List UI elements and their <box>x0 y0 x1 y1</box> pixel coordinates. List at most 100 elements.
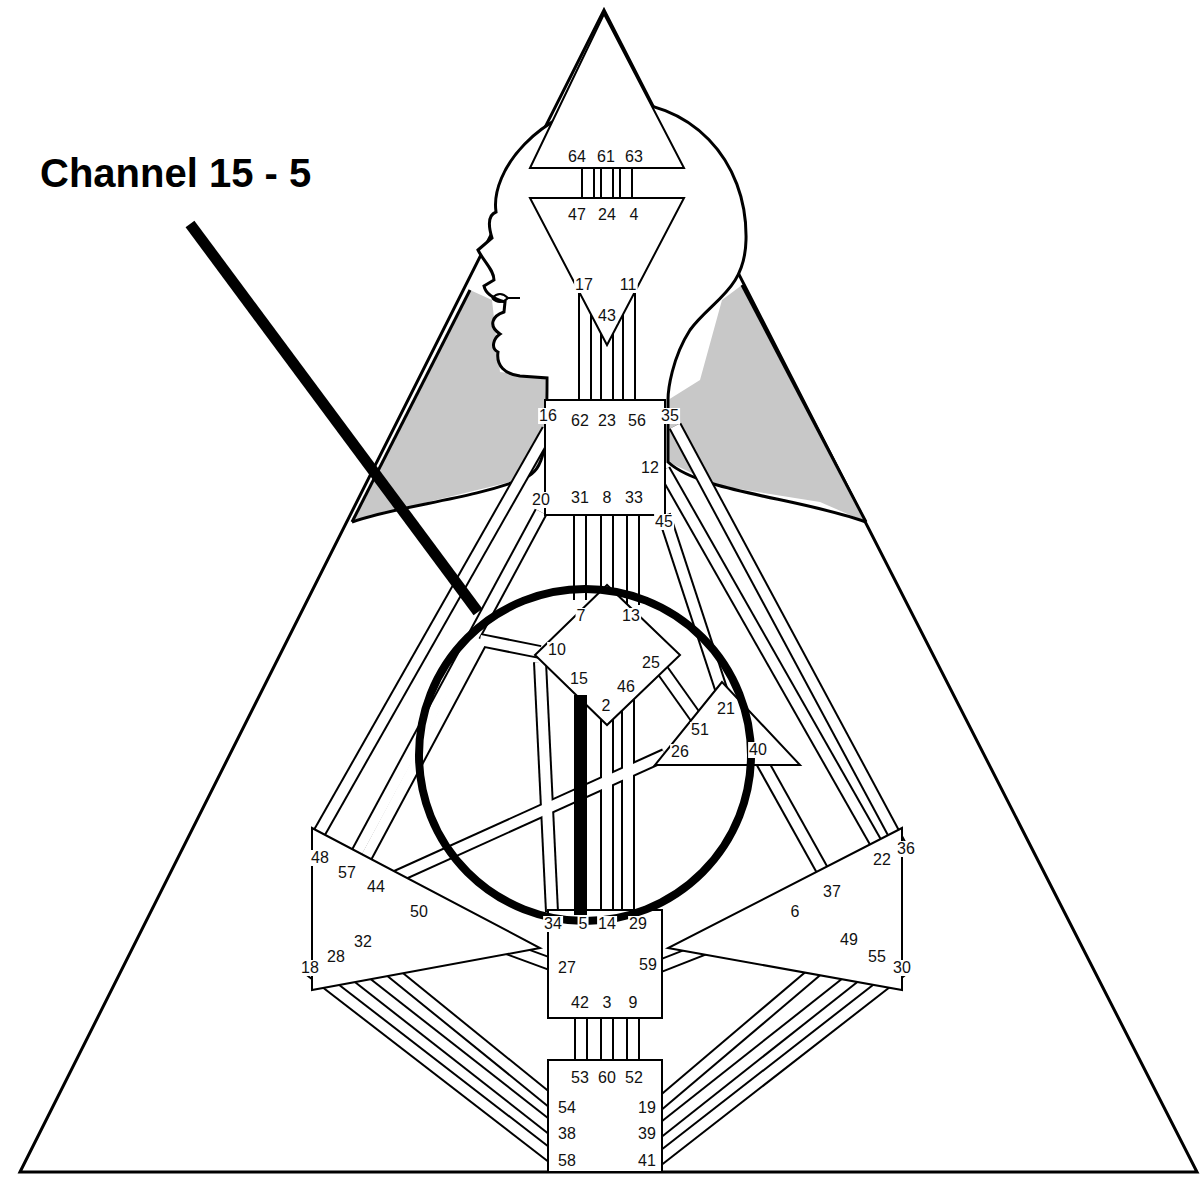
gate-number: 63 <box>624 149 644 165</box>
gate-number: 61 <box>596 149 616 165</box>
gate-number: 10 <box>547 642 567 658</box>
channel-line <box>583 168 593 198</box>
channel-line <box>310 970 556 1160</box>
channel-line <box>626 1016 640 1062</box>
gate-number: 51 <box>690 722 710 738</box>
focus-circle <box>419 589 751 921</box>
channel-line <box>658 958 878 1132</box>
channel-line <box>480 640 540 652</box>
gate-number: 53 <box>570 1070 590 1086</box>
channel-line <box>540 662 552 912</box>
channel-line <box>334 958 556 1132</box>
channel-title: Channel 15 - 5 <box>40 153 311 193</box>
channel-line <box>576 1016 586 1062</box>
gate-number: 4 <box>629 207 640 223</box>
gate-number: 60 <box>597 1070 617 1086</box>
channel-line <box>664 515 724 698</box>
gate-number: 24 <box>597 207 617 223</box>
gate-number: 59 <box>638 957 658 973</box>
gate-number: 28 <box>326 949 346 965</box>
root-center <box>548 1060 662 1172</box>
gate-number: 25 <box>641 655 661 671</box>
gate-number: 58 <box>557 1153 577 1169</box>
channel-line <box>602 513 612 588</box>
spleen-center <box>312 828 540 990</box>
gate-number: 17 <box>574 277 594 293</box>
highlight-bar <box>574 695 587 915</box>
channel-line <box>623 690 633 912</box>
gate-number: 40 <box>748 742 768 758</box>
outer-triangle-edge <box>742 285 866 522</box>
gate-number: 14 <box>597 916 617 932</box>
gate-number: 55 <box>867 949 887 965</box>
gate-number: 64 <box>567 149 587 165</box>
ajna-center <box>530 198 684 345</box>
gate-number: 8 <box>602 490 613 506</box>
gate-number: 13 <box>621 608 641 624</box>
body-silhouette <box>352 102 866 522</box>
gate-number: 3 <box>602 995 613 1011</box>
gate-number: 32 <box>353 934 373 950</box>
channel-line <box>762 762 830 884</box>
channel-line <box>540 662 552 912</box>
channel-line <box>318 430 548 835</box>
gate-number: 46 <box>616 679 636 695</box>
gate-number: 47 <box>567 207 587 223</box>
gate-number: 39 <box>637 1126 657 1142</box>
gate-number: 49 <box>839 932 859 948</box>
channel-line <box>334 958 556 1132</box>
gate-number: 52 <box>624 1070 644 1086</box>
gate-number: 12 <box>640 460 660 476</box>
channel-line <box>600 715 614 912</box>
gate-number: 27 <box>557 960 577 976</box>
channel-line <box>318 430 548 835</box>
outer-triangle <box>20 10 1197 1172</box>
channel-line <box>600 1016 614 1062</box>
gate-number: 50 <box>409 904 429 920</box>
head-center <box>530 14 684 168</box>
channel-line <box>574 1016 588 1062</box>
leader-line <box>190 224 478 612</box>
gate-number: 6 <box>790 904 801 920</box>
solar-plexus-center <box>668 828 902 990</box>
channel-line <box>480 640 540 652</box>
gate-number: 45 <box>654 514 674 530</box>
gate-number: 56 <box>627 413 647 429</box>
channel-group <box>310 168 902 1160</box>
gate-number: 36 <box>896 841 916 857</box>
gate-number: 44 <box>366 879 386 895</box>
gate-number: 11 <box>619 277 638 293</box>
gate-number: 20 <box>531 492 551 508</box>
channel-line <box>602 1016 612 1062</box>
ego-center <box>655 682 800 765</box>
gate-number: 38 <box>557 1126 577 1142</box>
gate-number: 18 <box>300 960 320 976</box>
gate-number: 54 <box>557 1100 577 1116</box>
channel-line <box>602 715 612 912</box>
gate-number: 2 <box>601 698 612 714</box>
gate-number: 42 <box>570 995 590 1011</box>
channel-line <box>600 168 614 198</box>
channel-line <box>664 470 880 850</box>
gate-number: 31 <box>570 490 590 506</box>
gate-number: 48 <box>310 850 330 866</box>
gate-number: 7 <box>576 608 587 624</box>
channel-line <box>602 168 612 198</box>
gate-number: 57 <box>337 865 357 881</box>
outer-triangle-edge <box>352 290 470 522</box>
gate-number: 37 <box>822 884 842 900</box>
gate-number: 9 <box>628 995 639 1011</box>
gate-number: 41 <box>637 1153 657 1169</box>
channel-line <box>310 970 556 1160</box>
gate-number: 22 <box>872 852 892 868</box>
channel-line <box>621 168 631 198</box>
sacral-center <box>548 910 662 1018</box>
gate-number: 26 <box>670 744 690 760</box>
channel-line <box>600 513 614 588</box>
channel-line <box>621 690 635 912</box>
gate-number: 33 <box>624 490 644 506</box>
gate-number: 30 <box>892 960 912 976</box>
gate-number: 15 <box>569 671 589 687</box>
gate-number: 5 <box>578 916 589 932</box>
